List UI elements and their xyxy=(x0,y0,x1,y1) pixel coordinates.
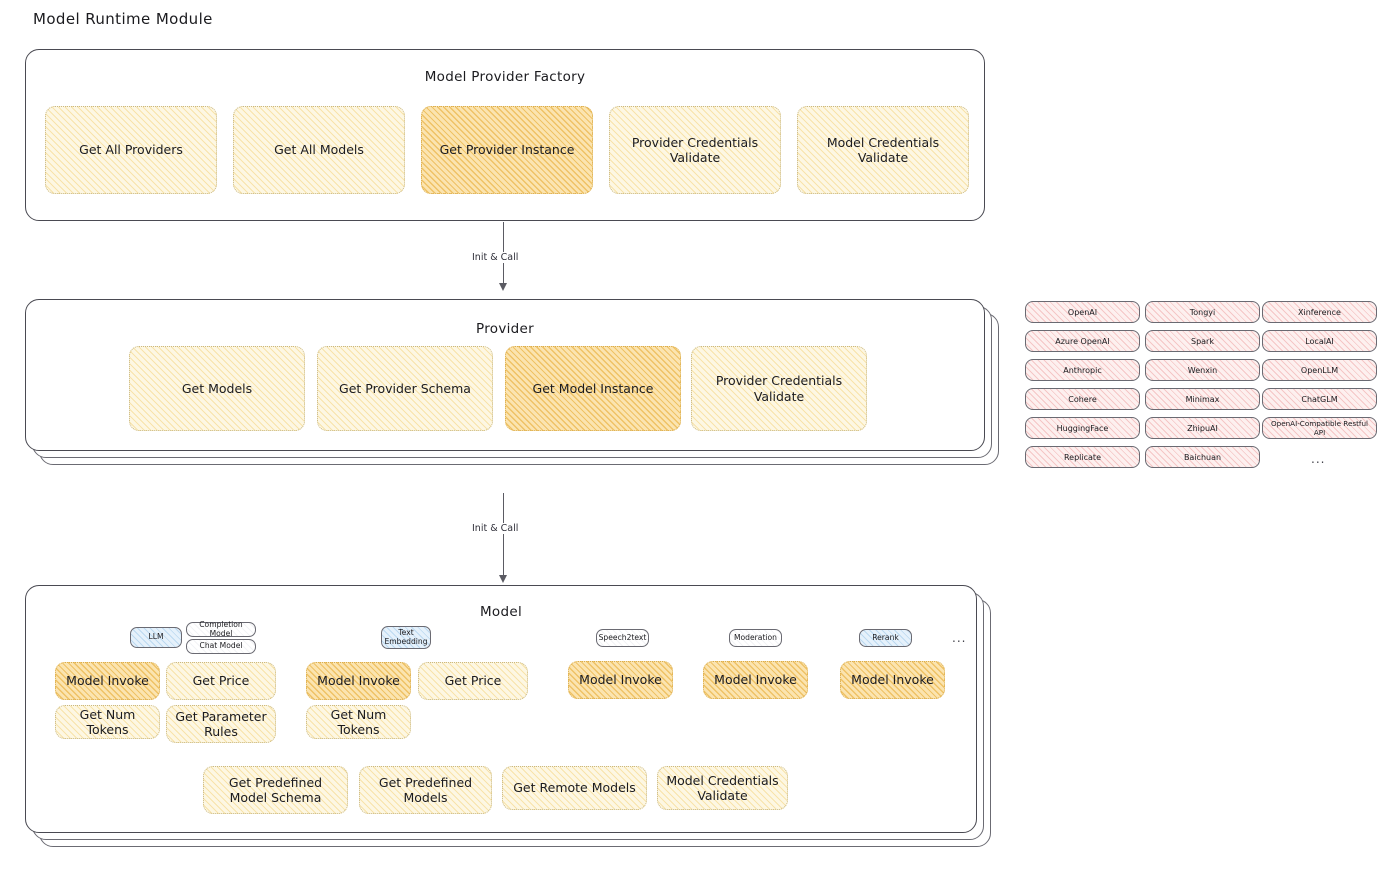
speech2text-method-model-invoke[interactable]: Model Invoke xyxy=(568,661,673,699)
provider-chip-anthropic[interactable]: Anthropic xyxy=(1025,359,1140,381)
model-badge-llm[interactable]: LLM xyxy=(130,627,182,648)
provider-method-get-provider-schema[interactable]: Get Provider Schema xyxy=(317,346,493,431)
text-embedding-method-model-invoke[interactable]: Model Invoke xyxy=(306,662,411,700)
provider-title: Provider xyxy=(476,321,534,337)
factory-method-get-all-providers[interactable]: Get All Providers xyxy=(45,106,217,194)
model-shared-get-remote-models[interactable]: Get Remote Models xyxy=(502,766,647,810)
provider-method-get-model-instance[interactable]: Get Model Instance xyxy=(505,346,681,431)
llm-method-get-num-tokens[interactable]: Get Num Tokens xyxy=(55,705,160,739)
provider-chip-minimax[interactable]: Minimax xyxy=(1145,388,1260,410)
text-embedding-method-get-price[interactable]: Get Price xyxy=(418,662,528,700)
provider-chip-baichuan[interactable]: Baichuan xyxy=(1145,446,1260,468)
provider-method-provider-credentials-validate[interactable]: Provider Credentials Validate xyxy=(691,346,867,431)
model-badge-chat-model[interactable]: Chat Model xyxy=(186,639,256,654)
provider-chip-zhipuai[interactable]: ZhipuAI xyxy=(1145,417,1260,439)
model-shared-model-credentials-validate[interactable]: Model Credentials Validate xyxy=(657,766,788,810)
provider-method-get-models[interactable]: Get Models xyxy=(129,346,305,431)
provider-chip-huggingface[interactable]: HuggingFace xyxy=(1025,417,1140,439)
arrow-factory-to-provider-head xyxy=(499,283,507,291)
provider-list-more-ellipsis: ... xyxy=(1311,452,1326,466)
provider-chip-azure-openai[interactable]: Azure OpenAI xyxy=(1025,330,1140,352)
factory-method-provider-credentials-validate[interactable]: Provider Credentials Validate xyxy=(609,106,781,194)
provider-chip-openllm[interactable]: OpenLLM xyxy=(1262,359,1377,381)
llm-method-get-parameter-rules[interactable]: Get Parameter Rules xyxy=(166,705,276,743)
model-badge-text-embedding[interactable]: Text Embedding xyxy=(381,626,431,649)
factory-method-get-all-models[interactable]: Get All Models xyxy=(233,106,405,194)
model-shared-get-predefined-models[interactable]: Get Predefined Models xyxy=(359,766,492,814)
arrow-factory-to-provider-label: Init & Call xyxy=(469,252,522,263)
factory-method-model-credentials-validate[interactable]: Model Credentials Validate xyxy=(797,106,969,194)
factory-method-get-provider-instance[interactable]: Get Provider Instance xyxy=(421,106,593,194)
provider-chip-replicate[interactable]: Replicate xyxy=(1025,446,1140,468)
model-badge-rerank[interactable]: Rerank xyxy=(859,629,912,647)
model-provider-factory-title: Model Provider Factory xyxy=(424,69,586,85)
provider-chip-tongyi[interactable]: Tongyi xyxy=(1145,301,1260,323)
moderation-method-model-invoke[interactable]: Model Invoke xyxy=(703,661,808,699)
model-title: Model xyxy=(479,604,523,620)
arrow-provider-to-model-line xyxy=(503,493,504,578)
provider-chip-cohere[interactable]: Cohere xyxy=(1025,388,1140,410)
arrow-provider-to-model-label: Init & Call xyxy=(469,523,522,534)
model-badge-moderation[interactable]: Moderation xyxy=(729,629,782,647)
arrow-provider-to-model-head xyxy=(499,575,507,583)
rerank-method-model-invoke[interactable]: Model Invoke xyxy=(840,661,945,699)
provider-chip-localai[interactable]: LocalAI xyxy=(1262,330,1377,352)
model-shared-get-predefined-model-schema[interactable]: Get Predefined Model Schema xyxy=(203,766,348,814)
model-badge-completion-model[interactable]: Completion Model xyxy=(186,620,256,637)
provider-chip-openai[interactable]: OpenAI xyxy=(1025,301,1140,323)
provider-chip-xinference[interactable]: Xinference xyxy=(1262,301,1377,323)
llm-method-get-price[interactable]: Get Price xyxy=(166,662,276,700)
llm-method-model-invoke[interactable]: Model Invoke xyxy=(55,662,160,700)
provider-chip-spark[interactable]: Spark xyxy=(1145,330,1260,352)
page-title: Model Runtime Module xyxy=(33,10,213,28)
provider-chip-openai-compatible-restful-api[interactable]: OpenAI-Compatible Restful API xyxy=(1262,417,1377,439)
provider-chip-wenxin[interactable]: Wenxin xyxy=(1145,359,1260,381)
model-badge-speech2text[interactable]: Speech2text xyxy=(596,629,649,647)
provider-chip-chatglm[interactable]: ChatGLM xyxy=(1262,388,1377,410)
model-types-more-ellipsis: ... xyxy=(952,631,967,645)
text-embedding-method-get-num-tokens[interactable]: Get Num Tokens xyxy=(306,705,411,739)
